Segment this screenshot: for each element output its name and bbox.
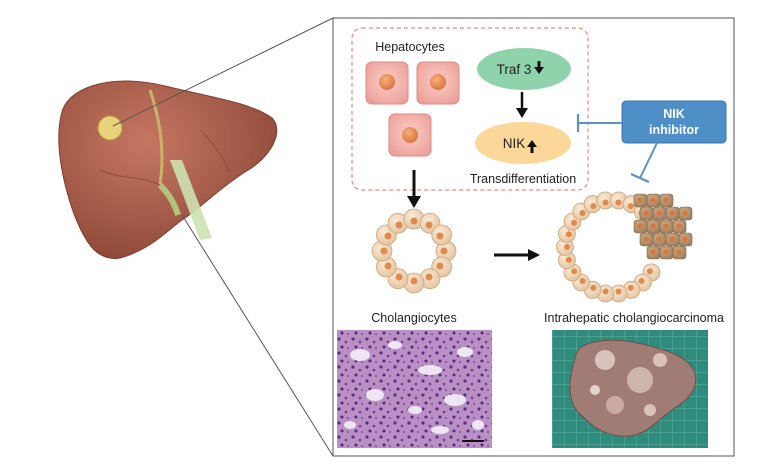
cell-nucleus [410,277,418,285]
cell-nucleus [384,232,392,240]
hepatocytes-label: Hepatocytes [375,40,444,54]
cell-nucleus [643,210,649,216]
cell-nucleus [656,236,662,242]
cell-nucleus [380,247,388,255]
cell-nucleus [590,284,597,291]
cell-nucleus [637,197,643,203]
cell-nucleus [565,256,572,263]
cell-nucleus [627,203,634,210]
cell-nucleus [395,273,403,281]
inhibition-line-to-tumor [630,142,658,184]
cell-nucleus [436,262,444,270]
cell-nucleus [669,236,675,242]
cell-nucleus [579,210,586,216]
cell-nucleus [615,288,622,295]
cell-nucleus [650,223,656,229]
traf3-node [477,48,571,90]
zoom-line-bottom [181,214,334,457]
cell-nucleus [425,273,433,281]
cell-nucleus [650,249,656,255]
cell-nucleus [579,278,586,284]
scale-bar [462,440,484,442]
traf3-label: Traf 3 [497,62,532,77]
cell-nucleus [682,236,688,242]
cell-nucleus [590,203,597,210]
cell-nucleus [602,199,609,206]
cell-nucleus [425,221,433,229]
cell-nucleus [384,262,392,270]
transdifferentiation-box [351,27,589,191]
cell-nucleus [637,223,643,229]
tumor-cell-cluster [633,193,693,260]
specimen-photo [552,330,708,448]
cell-nucleus [663,197,669,203]
histology-image [337,330,492,448]
cell-nucleus [571,268,578,275]
hepatocyte-cell [388,113,432,157]
up-arrow-icon [527,140,537,153]
cell-nucleus [643,236,649,242]
cell-nucleus [656,210,662,216]
nik-inhibitor-label-line1: NIK [663,107,685,121]
cell-nucleus [669,210,675,216]
cell-nucleus [682,210,688,216]
inhibition-line-to-nik [576,114,622,132]
cell-nucleus [615,199,622,206]
cell-nucleus [565,231,572,238]
cholangiocytes-label: Cholangiocytes [371,311,456,325]
liver-illustration [58,80,278,259]
cell-nucleus [571,219,578,226]
hepatocyte-cell [416,61,460,105]
cell-nucleus [627,284,634,291]
cell-nucleus [638,278,645,284]
cell-nucleus [676,223,682,229]
cell-nucleus [676,249,682,255]
cell-nucleus [395,221,403,229]
hepatocyte-cell [365,61,409,105]
cell-nucleus [410,217,418,225]
cell-nucleus [650,197,656,203]
icc-label: Intrahepatic cholangiocarcinoma [544,311,724,325]
tumor-spot [97,115,123,141]
down-arrow-icon [534,61,544,74]
cell-nucleus [602,288,609,295]
cell-nucleus [646,268,653,275]
nik-inhibitor-label-line2: inhibitor [649,123,699,137]
cell-nucleus [564,244,570,250]
cell-nucleus [663,249,669,255]
cholangiocyte-ring [371,208,457,294]
zoom-line-top [112,17,334,127]
cell-nucleus [663,223,669,229]
transdifferentiation-label: Transdifferentiation [470,172,576,186]
nik-label: NIK [503,136,526,151]
cell-nucleus [440,247,448,255]
cell-nucleus [436,232,444,240]
nik-node [475,122,571,164]
